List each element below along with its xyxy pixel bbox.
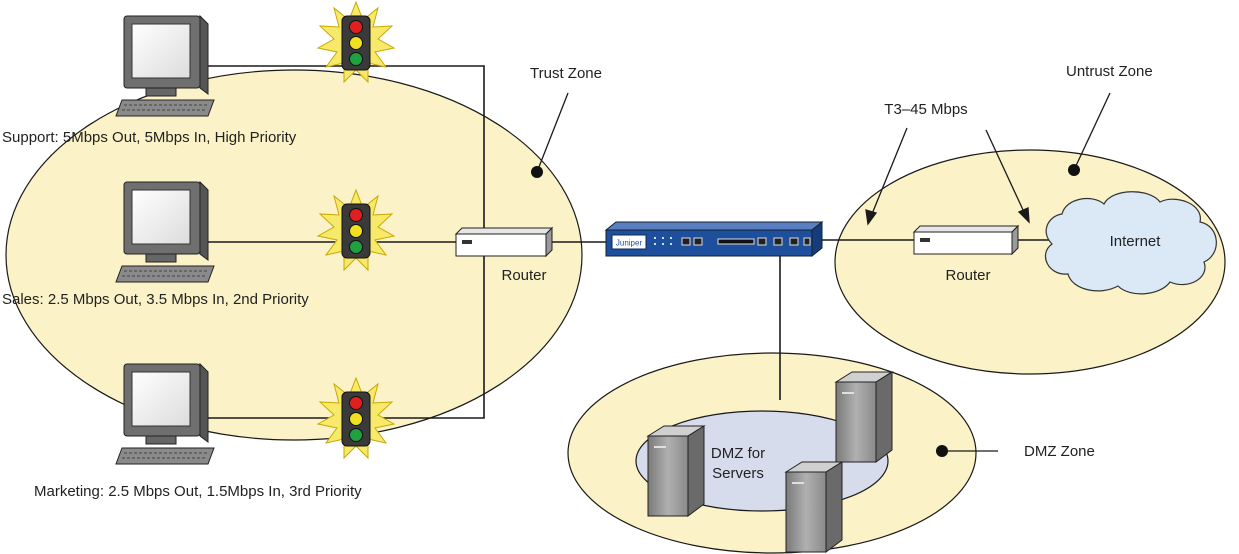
firewall-logo: Juniper — [616, 239, 643, 248]
server-tower-icon — [834, 371, 894, 463]
dmz-servers-label-line2: Servers — [712, 465, 764, 482]
traffic-light-icon — [316, 376, 396, 460]
internet-cloud-icon — [1045, 191, 1217, 295]
t3-arrows — [865, 127, 1030, 226]
dmz-zone-label: DMZ Zone — [1024, 443, 1095, 460]
untrust-zone-label: Untrust Zone — [1066, 63, 1153, 80]
server-tower-icon — [646, 425, 706, 517]
t3-link-label: T3–45 Mbps — [884, 101, 967, 118]
trust-router-icon — [454, 226, 554, 258]
dmz-zone-dot — [936, 445, 948, 457]
host-label-sales: Sales: 2.5 Mbps Out, 3.5 Mbps In, 2nd Pr… — [2, 291, 309, 308]
computer-icon — [115, 180, 215, 283]
untrust-router-icon — [912, 224, 1020, 256]
server-tower-icon — [784, 461, 844, 553]
trust-zone-ellipse — [5, 69, 583, 441]
trust-router-label: Router — [501, 267, 546, 284]
computer-icon — [115, 14, 215, 117]
traffic-light-icon — [316, 188, 396, 272]
trust-zone-label: Trust Zone — [530, 65, 602, 82]
untrust-router-label: Router — [945, 267, 990, 284]
trust-zone-dot — [531, 166, 543, 178]
firewall-appliance-icon: Juniper — [604, 220, 824, 258]
untrust-zone-dot — [1068, 164, 1080, 176]
internet-label: Internet — [1110, 233, 1162, 250]
host-label-support: Support: 5Mbps Out, 5Mbps In, High Prior… — [2, 129, 297, 146]
dmz-servers-label-line1: DMZ for — [711, 445, 765, 462]
host-label-marketing: Marketing: 2.5 Mbps Out, 1.5Mbps In, 3rd… — [34, 483, 362, 500]
computer-icon — [115, 362, 215, 465]
traffic-light-icon — [316, 0, 396, 84]
zone-pointers — [536, 92, 1111, 452]
